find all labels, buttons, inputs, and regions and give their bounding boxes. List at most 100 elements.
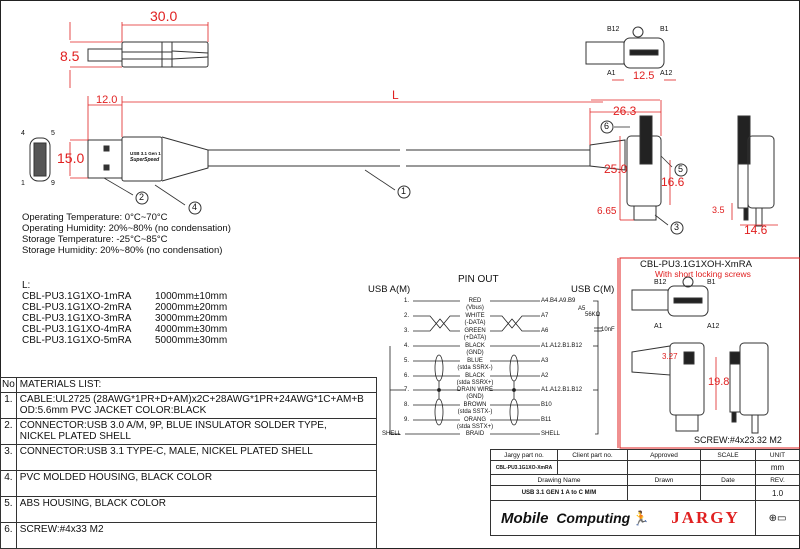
runner-icon: 🏃 [632, 510, 650, 526]
variant-pin-b12: B12 [654, 279, 667, 286]
pinout-c-pin: A1.A12.B1.B12 [541, 343, 583, 349]
tb-drawing-name: USB 3.1 GEN 1 A to C M/M [490, 485, 628, 501]
tb-unit: mm [755, 460, 800, 475]
pinout-a-pin: 9. [404, 417, 410, 423]
tb-h-drawing-name: Drawing Name [490, 474, 628, 486]
logo-jargy: JARGY [671, 508, 740, 527]
dims-side [731, 203, 778, 226]
tb-h-drawn: Drawn [627, 474, 701, 486]
materials-no: 2. [0, 417, 17, 445]
spec-operating-humidity: Operating Humidity: 20%~80% (no condensa… [22, 223, 231, 234]
pinout-c-pin: A2 [541, 373, 549, 379]
materials-line1: CONNECTOR:USB 3.0 A/M, 9P, BLUE INSULATO… [19, 419, 327, 431]
materials-line1: ABS HOUSING, BLACK COLOR [19, 497, 166, 509]
length-part-5: CBL-PU3.1G1XO-5mRA [22, 335, 132, 346]
callout-2: 2 [139, 192, 145, 202]
pinout-signal: (stda SSTX-) [457, 409, 493, 415]
materials-desc: CONNECTOR:USB 3.0 A/M, 9P, BLUE INSULATO… [15, 417, 378, 445]
pin-label-a1: A1 [607, 70, 616, 77]
pinout-c-pin: SHELL [541, 431, 561, 437]
dim-label-26-3: 26.3 [613, 104, 637, 118]
materials-desc: CABLE:UL2725 (28AWG*1PR+D+AM)x2C+28AWG*1… [15, 391, 378, 419]
lengths-title: L: [22, 280, 31, 291]
pinout-wire: BROWN [463, 402, 487, 408]
tb-h-unit: UNIT [755, 449, 800, 461]
materials-no: 5. [0, 495, 17, 523]
pinout-signal: (stda SSTX+) [456, 424, 494, 430]
materials-header-title: MATERIALS LIST: [15, 377, 378, 393]
pinout-a-pin: 2. [404, 313, 410, 319]
length-part-2: CBL-PU3.1G1XO-2mRA [22, 302, 132, 313]
pinout-a-pin: 1. [404, 298, 410, 304]
materials-line2: OD:5.6mm PVC JACKET COLOR:BLACK [19, 405, 207, 416]
pinout-a-pin: 3. [404, 328, 410, 334]
pinout-signal: (stda SSRX+) [456, 380, 494, 386]
pinout-c-pin: A3 [541, 358, 549, 364]
dim-label-16-6: 16.6 [661, 175, 685, 189]
variant-screw: SCREW:#4x23.32 M2 [694, 435, 782, 445]
length-value-4: 4000mm±30mm [155, 324, 228, 335]
dim-label-19-8: 19.8 [708, 376, 730, 388]
length-part-4: CBL-PU3.1G1XO-4mRA [22, 324, 132, 335]
pinout-a-pin: 5. [404, 358, 410, 364]
materials-row: 3.CONNECTOR:USB 3.1 TYPE-C, MALE, NICKEL… [0, 443, 378, 471]
materials-no: 6. [0, 521, 17, 549]
cable [208, 149, 590, 167]
tb-rev: 1.0 [755, 485, 800, 501]
pinout-a-pin: SHELL [382, 431, 402, 437]
pinout-resistor: A5 [578, 306, 586, 312]
pinout-title: PIN OUT [458, 274, 499, 285]
materials-line1: CONNECTOR:USB 3.1 TYPE-C, MALE, NICKEL P… [19, 445, 313, 457]
materials-header-no: No [0, 377, 17, 393]
projection-symbol-icon: ⊕▭ [755, 500, 800, 536]
callout-leaders [103, 126, 673, 226]
pinout-c-pin: B10 [541, 402, 552, 408]
materials-desc: ABS HOUSING, BLACK COLOR [15, 495, 378, 523]
pinout-usb-a-header: USB A(M) [368, 284, 411, 295]
pinout-c-pin: A7 [541, 313, 549, 319]
variant-pin-b1: B1 [707, 279, 716, 286]
dim-L [69, 96, 603, 179]
materials-desc: SCREW:#4x33 M2 [15, 521, 378, 549]
pin-label-9: 9 [51, 180, 55, 187]
spec-storage-humidity: Storage Humidity: 20%~80% (no condensati… [22, 245, 223, 256]
materials-desc: CONNECTOR:USB 3.1 TYPE-C, MALE, NICKEL P… [15, 443, 378, 471]
materials-line1: SCREW:#4x33 M2 [19, 523, 104, 535]
pinout-c-pin: A1.A12.B1.B12 [541, 387, 583, 393]
materials-row: 6.SCREW:#4x33 M2 [0, 521, 378, 549]
variant-title: CBL-PU3.1G1XOH-XmRA [640, 259, 752, 270]
materials-row: 1.CABLE:UL2725 (28AWG*1PR+D+AM)x2C+28AWG… [0, 391, 378, 419]
variant-right-angle [631, 342, 769, 434]
pinout-a-pin: 4. [404, 343, 410, 349]
usb-a-print-line1: USB 3.1 Gen 1 [130, 151, 161, 156]
length-part-1: CBL-PU3.1G1XO-1mRA [22, 291, 132, 302]
dims-right-angle [589, 99, 671, 221]
materials-no: 1. [0, 391, 17, 419]
pinout-wire: BLACK [465, 343, 485, 349]
pinout-wire: DRAIN WIRE [457, 387, 493, 393]
dim-label-25: 25.0 [604, 162, 628, 176]
variant-subtitle: With short locking screws [655, 269, 751, 279]
tb-jargy-part: CBL-PU3.1G1XO-XmRA [490, 460, 558, 475]
pin-label-b1: B1 [660, 26, 669, 33]
pinout-capacitor-value: 10nF [601, 327, 615, 333]
callout-circles [135, 120, 688, 235]
logo-computing: Computing [556, 510, 631, 526]
dim-label-L: L [392, 88, 399, 102]
usb-a-print-line2: SuperSpeed [130, 157, 160, 163]
usb-c-right-angle [589, 115, 662, 221]
materials-row: 4.PVC MOLDED HOUSING, BLACK COLOR [0, 469, 378, 497]
spec-operating-temp: Operating Temperature: 0°C~70°C [22, 212, 168, 223]
length-value-2: 2000mm±20mm [155, 302, 228, 313]
dim-label-3-5: 3.5 [712, 205, 725, 215]
materials-row: 5.ABS HOUSING, BLACK COLOR [0, 495, 378, 523]
logo-mobile: Mobile [501, 510, 549, 527]
variant-front-view [631, 276, 709, 317]
length-value-1: 1000mm±10mm [155, 291, 228, 302]
dim-label-15: 15.0 [57, 150, 85, 166]
dim-label-8-5: 8.5 [60, 48, 80, 64]
tb-h-jargy-part: Jargy part no. [490, 449, 558, 461]
materials-line2: NICKEL PLATED SHELL [19, 431, 131, 442]
materials-line1: PVC MOLDED HOUSING, BLACK COLOR [19, 471, 213, 483]
